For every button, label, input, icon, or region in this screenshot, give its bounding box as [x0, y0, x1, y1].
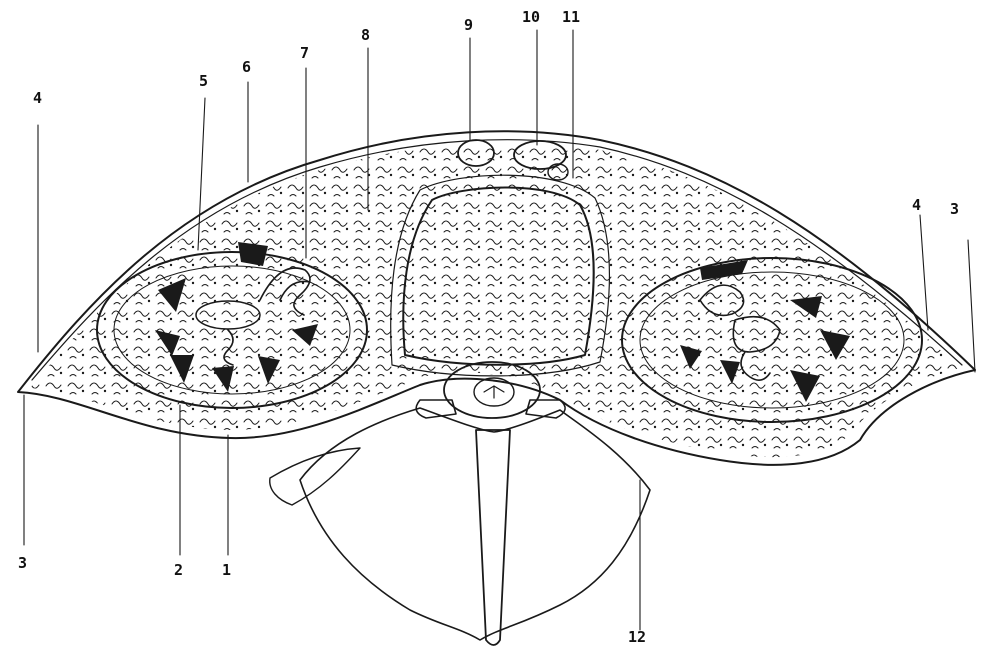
label-3-left: 3 [18, 554, 27, 572]
label-5: 5 [199, 72, 208, 90]
spinous-process [476, 430, 510, 645]
label-9: 9 [464, 16, 473, 34]
label-10: 10 [522, 8, 540, 26]
label-11: 11 [562, 8, 580, 26]
left-lower-muscle-flap [270, 448, 360, 505]
label-7: 7 [300, 44, 309, 62]
label-2: 2 [174, 561, 183, 579]
label-4-left: 4 [33, 89, 42, 107]
label-3-right: 3 [950, 200, 959, 218]
label-4-right: 4 [912, 196, 921, 214]
label-8: 8 [361, 26, 370, 44]
label-6: 6 [242, 58, 251, 76]
label-12: 12 [628, 628, 646, 646]
label-1: 1 [222, 561, 231, 579]
grey-matter [484, 386, 504, 398]
back-muscles [300, 408, 650, 640]
